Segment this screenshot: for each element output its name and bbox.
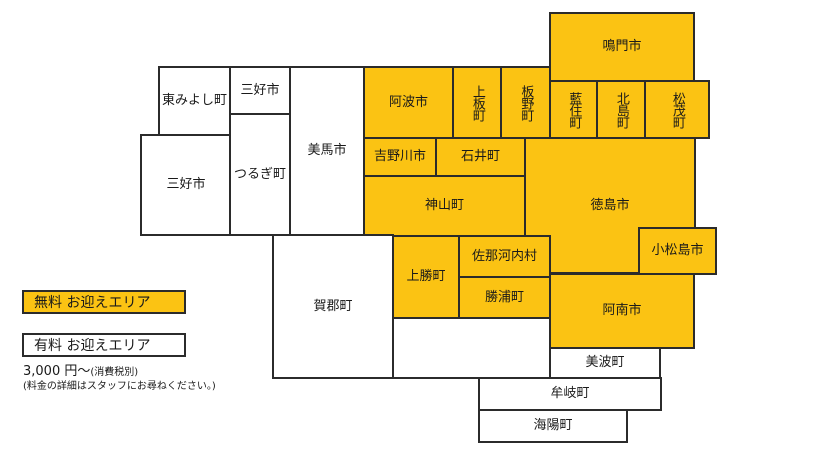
- region-anan[interactable]: 阿南市: [549, 273, 695, 349]
- region-kamiita[interactable]: 上板町: [452, 66, 502, 139]
- region-higashimiyoshi[interactable]: 東みよし町: [158, 66, 231, 136]
- price-tax: (消費税別): [90, 367, 139, 378]
- region-komatsushima[interactable]: 小松島市: [638, 227, 717, 275]
- region-miyoshi[interactable]: 三好市: [140, 134, 232, 236]
- region-kamiyama[interactable]: 神山町: [363, 175, 526, 237]
- region-kamikatsu[interactable]: 上勝町: [392, 235, 460, 319]
- region-sanagochi[interactable]: 佐那河内村: [458, 235, 551, 278]
- legend-free: 無料 お迎えエリア: [22, 290, 186, 314]
- region-naka[interactable]: 賀郡町: [272, 234, 394, 379]
- region-kitajima[interactable]: 北島町: [596, 80, 646, 139]
- price-note: (料金の詳細はスタッフにお尋ねください。): [23, 381, 216, 392]
- region-minami[interactable]: 美波町: [549, 347, 661, 379]
- region-aizumi[interactable]: 藍住町: [549, 80, 598, 139]
- region-ishii[interactable]: 石井町: [435, 137, 526, 177]
- legend-paid: 有料 お迎えエリア: [22, 333, 186, 357]
- region-awa[interactable]: 阿波市: [363, 66, 454, 139]
- region-mima[interactable]: 美馬市: [289, 66, 365, 236]
- region-naruto[interactable]: 鳴門市: [549, 12, 695, 82]
- region-kaiyo[interactable]: 海陽町: [478, 409, 628, 443]
- region-mugi[interactable]: 牟岐町: [478, 377, 662, 411]
- region-itano[interactable]: 板野町: [500, 66, 551, 139]
- region-miyoshi-small[interactable]: 三好市: [229, 66, 291, 115]
- region-yoshinogawa[interactable]: 吉野川市: [363, 137, 437, 177]
- price-value: 3,000 円〜: [23, 364, 91, 379]
- region-tsurugi[interactable]: つるぎ町: [229, 113, 291, 236]
- region-matsushige[interactable]: 松茂町: [644, 80, 710, 139]
- price-text: 3,000 円〜(消費税別): [23, 360, 138, 379]
- region-naka-bottom-edge: [272, 377, 480, 379]
- region-katsuura[interactable]: 勝浦町: [458, 276, 551, 319]
